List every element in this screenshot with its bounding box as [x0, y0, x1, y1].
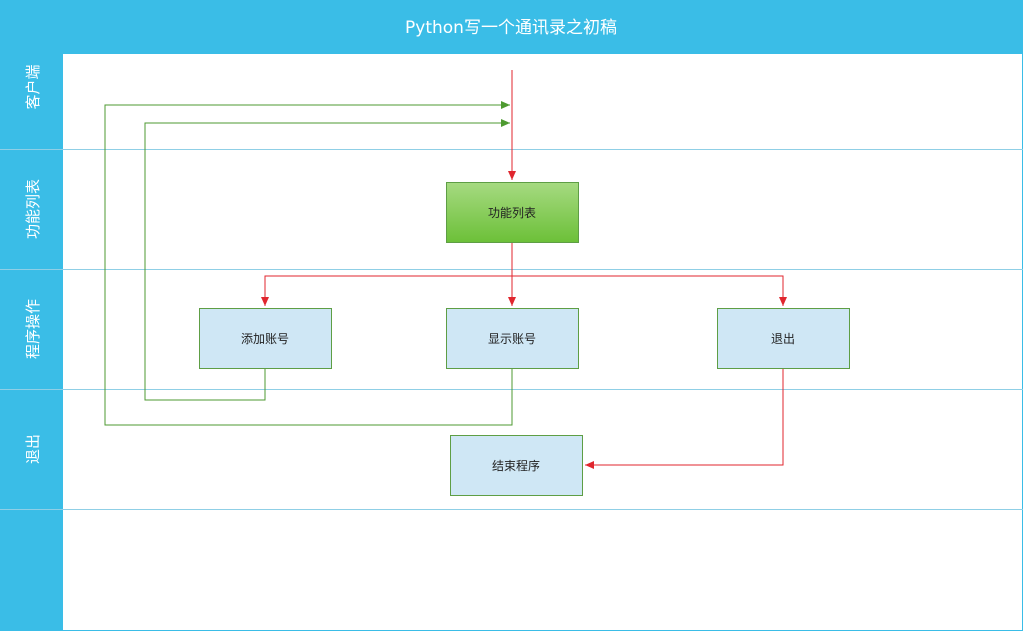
- node-show-account: 显示账号: [446, 308, 579, 369]
- lane-label-ops: 程序操作: [24, 299, 42, 359]
- lane-label-menu: 功能列表: [24, 179, 42, 239]
- edge-menu-to-quit: [512, 275, 787, 306]
- node-quit-label: 退出: [771, 332, 795, 346]
- lane-label-column: [0, 54, 63, 631]
- node-show-account-label: 显示账号: [488, 332, 536, 346]
- node-menu: 功能列表: [446, 182, 579, 243]
- return-edge-show-to-client: [104, 101, 513, 426]
- title-bar: [0, 0, 1023, 54]
- node-quit: 退出: [717, 308, 850, 369]
- node-end-program: 结束程序: [450, 435, 583, 496]
- return-edge-add-to-client: [144, 119, 510, 401]
- edge-menu-to-add: [261, 275, 512, 306]
- lane-label-client: 客户端: [24, 64, 42, 109]
- node-add-account: 添加账号: [199, 308, 332, 369]
- node-menu-label: 功能列表: [488, 206, 536, 220]
- edge-quit-to-end: [585, 369, 784, 469]
- diagram-title: Python写一个通讯录之初稿: [405, 18, 617, 38]
- node-end-program-label: 结束程序: [492, 458, 540, 473]
- lane-label-exit: 退出: [24, 434, 42, 464]
- node-add-account-label: 添加账号: [241, 332, 289, 346]
